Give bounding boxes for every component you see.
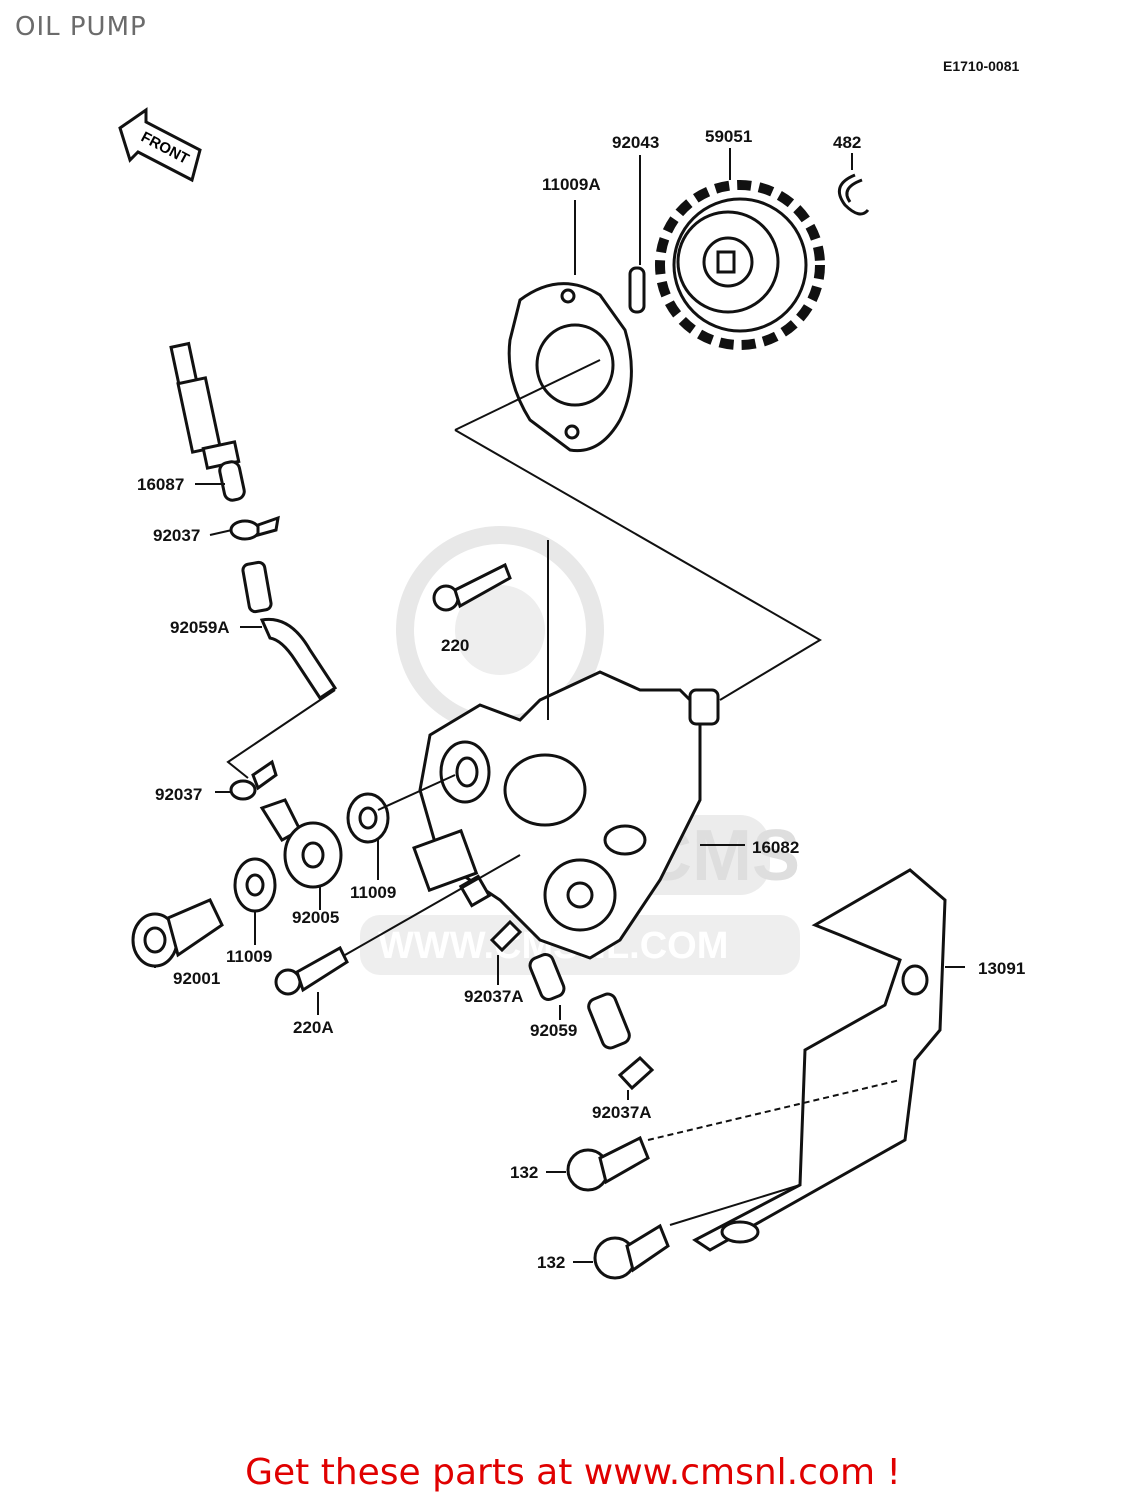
- part-number-11009a: 11009A: [542, 175, 601, 194]
- part-number-92005: 92005: [292, 908, 339, 927]
- part-number-13091: 13091: [978, 959, 1025, 978]
- oil-pump-icon: [412, 670, 720, 960]
- part-number-92037a-mid: 92037A: [464, 987, 524, 1006]
- circlip-icon: [837, 173, 870, 216]
- part-number-482: 482: [833, 133, 861, 152]
- cable-icon: [169, 341, 246, 502]
- bolt-icon: [566, 1135, 650, 1192]
- banjo-fitting-icon: [259, 798, 343, 889]
- part-number-92037a-low: 92037A: [592, 1103, 652, 1122]
- washer-icon: [233, 857, 277, 913]
- part-number-220: 220: [441, 636, 469, 655]
- part-number-92043: 92043: [612, 133, 659, 152]
- part-number-11009-low: 11009: [226, 947, 272, 966]
- diagram-code: E1710-0081: [943, 58, 1020, 74]
- clamp-icon: [229, 759, 278, 801]
- part-number-92059: 92059: [530, 1021, 577, 1040]
- clamp-icon: [617, 1055, 655, 1091]
- hose-icon: [241, 560, 338, 701]
- part-number-92059a: 92059A: [170, 618, 230, 637]
- bolt-icon: [593, 1223, 670, 1280]
- part-number-92037-top: 92037: [153, 526, 200, 545]
- pin-icon: [628, 266, 646, 314]
- bracket-icon: [692, 868, 947, 1252]
- part-number-132-bottom: 132: [537, 1253, 565, 1272]
- gasket-icon: [507, 282, 633, 453]
- part-number-220a: 220A: [293, 1018, 334, 1037]
- washer-icon: [346, 792, 390, 844]
- screw-icon: [432, 562, 512, 612]
- part-number-132-top: 132: [510, 1163, 538, 1182]
- part-number-16082: 16082: [752, 838, 799, 857]
- gear-icon: [655, 180, 825, 350]
- screw-icon: [274, 945, 349, 996]
- part-number-11009-mid: 11009: [350, 883, 396, 902]
- page-title: OIL PUMP: [15, 12, 147, 42]
- front-arrow-icon: FRONT: [118, 107, 202, 183]
- hose-icon: [528, 953, 631, 1050]
- banjo-bolt-icon: [131, 898, 224, 968]
- clamp-icon: [489, 919, 523, 953]
- part-number-16087: 16087: [137, 475, 184, 494]
- footer-promo-text[interactable]: Get these parts at www.cmsnl.com !: [245, 1452, 901, 1493]
- part-number-59051: 59051: [705, 127, 752, 146]
- clamp-icon: [229, 515, 280, 541]
- part-number-92037-mid: 92037: [155, 785, 202, 804]
- leader-lines: [154, 148, 965, 1263]
- part-number-92001: 92001: [173, 969, 220, 988]
